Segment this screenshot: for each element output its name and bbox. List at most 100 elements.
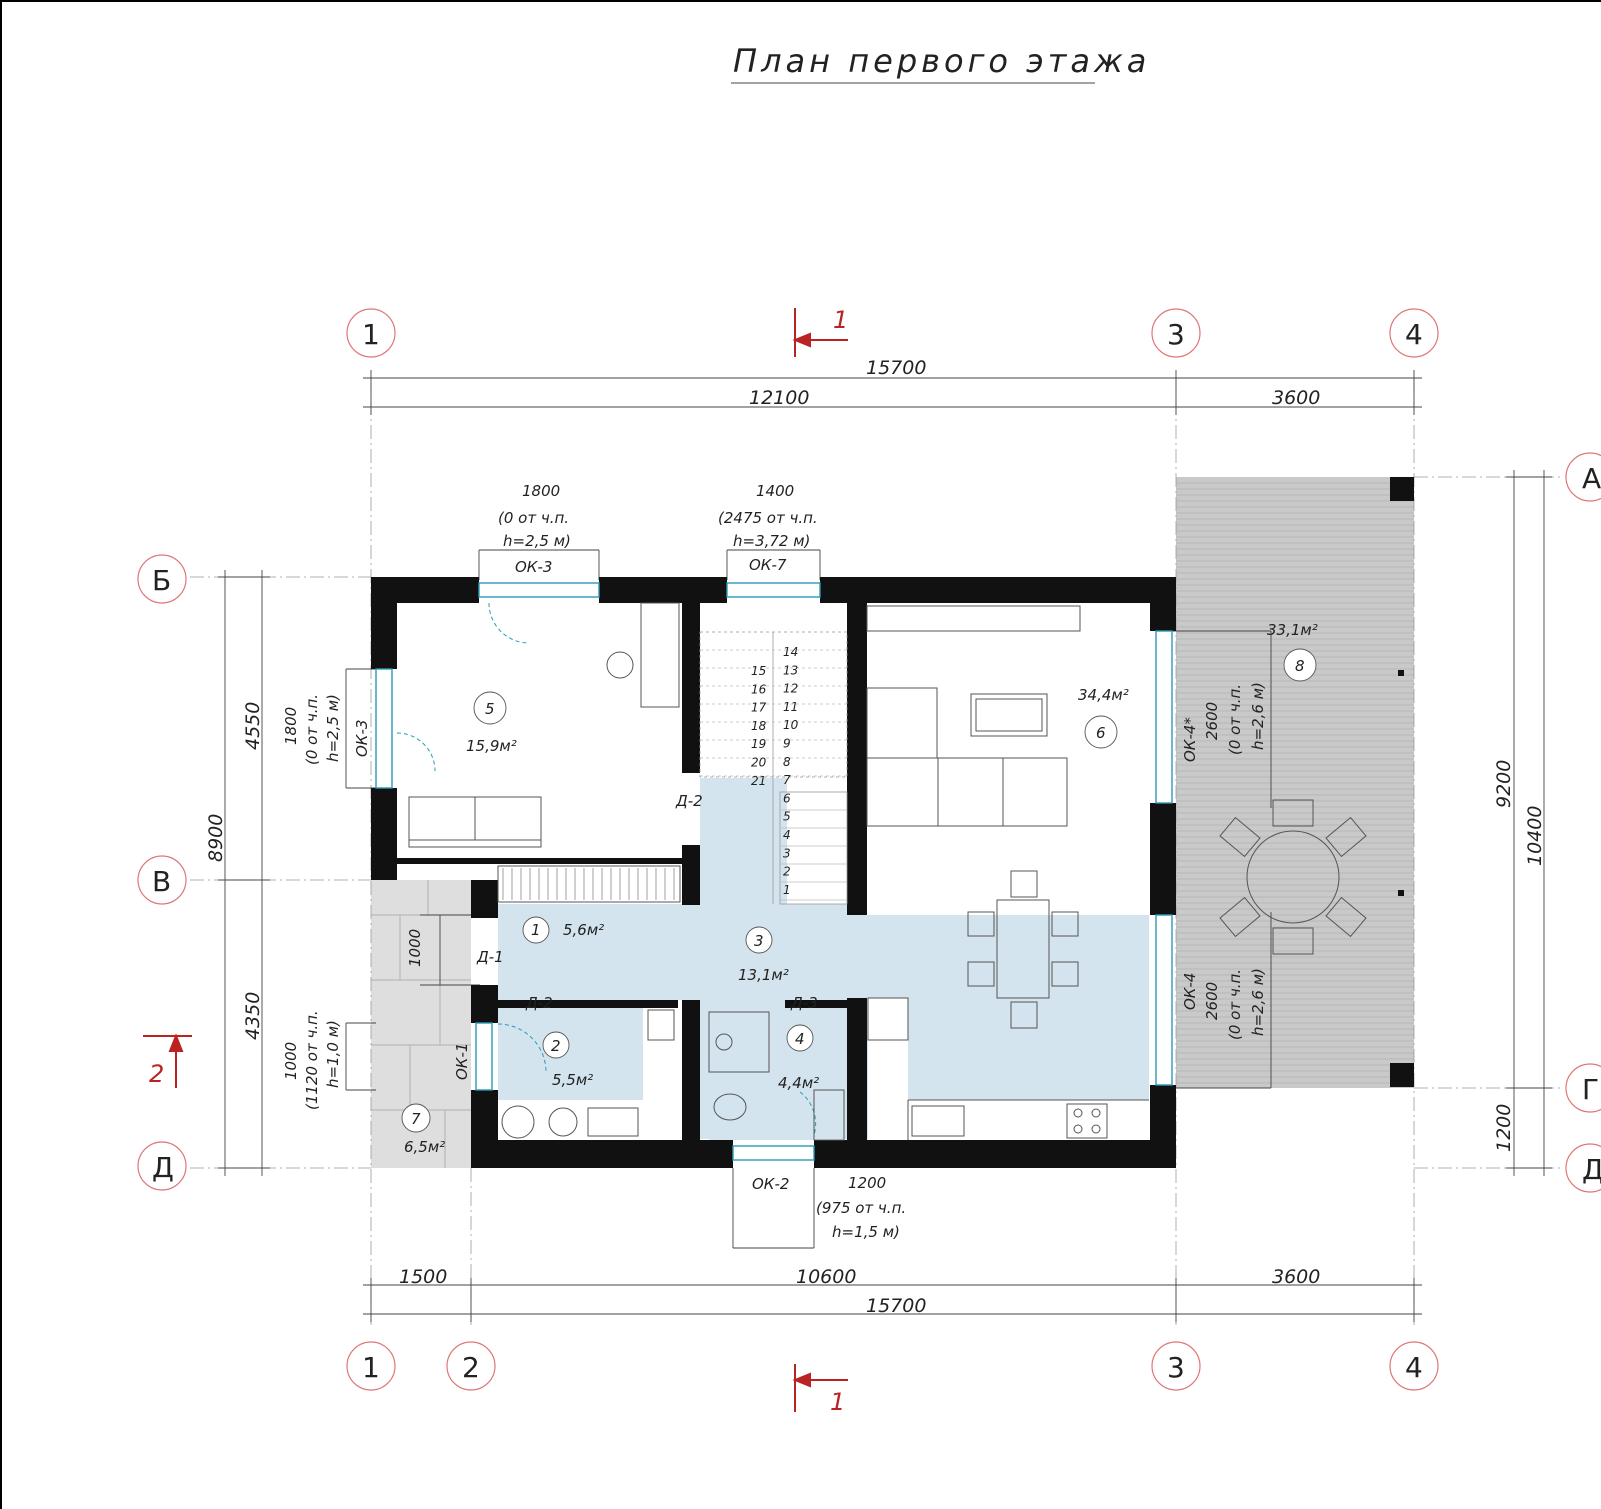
svg-text:ОК-1: ОК-1: [453, 1043, 471, 1080]
section-arrows: [143, 308, 848, 1412]
stair-number: 18: [751, 719, 767, 733]
svg-text:(1120 от ч.п.: (1120 от ч.п.: [303, 1010, 321, 1110]
room-7-num: 7: [411, 1110, 421, 1128]
stair-number: 11: [783, 700, 798, 714]
room-8-area: 33,1м²: [1267, 621, 1318, 639]
axis-label-row-v: В: [152, 865, 171, 898]
room-1-num: 1: [531, 921, 541, 939]
page-title: План первого этажа: [733, 42, 1150, 80]
room-1-area: 5,6м²: [563, 921, 604, 939]
svg-text:(0 от ч.п.: (0 от ч.п.: [1226, 969, 1244, 1040]
stair-number: 4: [783, 828, 791, 842]
stair-number: 21: [751, 774, 766, 788]
window-ok4: ОК-4 2600 (0 от ч.п. h=2,6 м): [1181, 968, 1267, 1040]
dim-top-left: 12100: [749, 387, 809, 409]
stair-number: 12: [783, 682, 798, 696]
svg-text:(0 от ч.п.: (0 от ч.п.: [303, 694, 321, 765]
stair-number: 19: [751, 737, 766, 751]
stair-number: 7: [783, 773, 791, 787]
walls: [371, 477, 1414, 1168]
svg-text:ОК-4*: ОК-4*: [1181, 717, 1199, 762]
stair-number: 1: [783, 883, 791, 897]
axis-label-col-3: 3: [1167, 318, 1185, 351]
stair-number: 9: [783, 737, 791, 751]
axis-label-col-1-bottom: 1: [362, 1351, 380, 1384]
svg-text:(0 от ч.п.: (0 от ч.п.: [1226, 684, 1244, 755]
svg-text:h=2,6 м): h=2,6 м): [1249, 682, 1267, 750]
dim-right-upper: 9200: [1493, 760, 1515, 808]
svg-text:1800: 1800: [282, 707, 300, 745]
window-glazing: [375, 582, 1173, 1161]
staircase: [699, 631, 848, 905]
window-ok3-left: ОК-3 1800 (0 от ч.п. h=2,5 м): [282, 694, 371, 765]
stair-number: 3: [783, 846, 791, 860]
room-4-area: 4,4м²: [778, 1074, 819, 1092]
dim-left-upper: 4550: [242, 702, 264, 750]
room-6-num: 6: [1096, 724, 1106, 742]
dim-top-right: 3600: [1272, 387, 1320, 409]
door-label-d2a: Д-2: [675, 792, 703, 810]
svg-text:(975 от ч.п.: (975 от ч.п.: [816, 1199, 906, 1217]
room-6-area: 34,4м²: [1078, 686, 1129, 704]
room-5-area: 15,9м²: [466, 737, 517, 755]
room-2-area: 5,5м²: [552, 1071, 593, 1089]
section-mark-1-bottom: 1: [830, 1388, 845, 1416]
svg-text:(2475 от ч.п.: (2475 от ч.п.: [718, 509, 818, 527]
stair-number: 16: [751, 682, 767, 696]
window-ok7: 1400 (2475 от ч.п. h=3,72 м) ОК-7: [718, 482, 818, 574]
stair-number: 10: [783, 718, 799, 732]
stair-number: 6: [783, 791, 791, 805]
axis-label-row-d: Д: [152, 1151, 174, 1184]
svg-text:ОК-4: ОК-4: [1181, 973, 1199, 1010]
svg-text:2600: 2600: [1203, 982, 1221, 1020]
dim-top-total: 15700: [866, 357, 926, 379]
dim-bottom-b: 10600: [796, 1266, 856, 1288]
svg-text:h=2,5 м): h=2,5 м): [503, 532, 571, 550]
dim-door-1000: 1000: [406, 929, 424, 967]
axis-label-col-3-bottom: 3: [1167, 1351, 1185, 1384]
room-3-num: 3: [754, 932, 764, 950]
stair-number: 8: [783, 755, 791, 769]
door-label-d1: Д-1: [476, 948, 504, 966]
dim-right-lower: 1200: [1493, 1104, 1515, 1152]
svg-text:1400: 1400: [756, 482, 794, 500]
dim-bottom-c: 3600: [1272, 1266, 1320, 1288]
dim-right-total: 10400: [1524, 806, 1546, 866]
dim-bottom-total: 15700: [866, 1295, 926, 1317]
dimension-lines: [218, 370, 1552, 1322]
door-label-d2b: Д-2: [525, 994, 553, 1012]
stair-number: 14: [783, 645, 798, 659]
stair-number: 5: [783, 810, 791, 824]
svg-text:h=3,72 м): h=3,72 м): [733, 532, 810, 550]
svg-text:h=1,0 м): h=1,0 м): [324, 1020, 342, 1088]
dim-bottom-a: 1500: [399, 1266, 447, 1288]
svg-text:ОК-3: ОК-3: [515, 558, 552, 576]
room-7-area: 6,5м²: [404, 1138, 445, 1156]
door-label-d3: Д-3: [790, 994, 818, 1012]
svg-text:ОК-2: ОК-2: [752, 1175, 789, 1193]
stair-number: 2: [783, 865, 791, 879]
axis-label-row-b: Б: [152, 564, 171, 597]
room-3-area: 13,1м²: [738, 966, 789, 984]
stair-number: 13: [783, 663, 798, 677]
furniture: [408, 602, 1367, 1141]
dim-left-lower: 4350: [242, 992, 264, 1040]
svg-text:h=2,5 м): h=2,5 м): [324, 694, 342, 762]
svg-text:ОК-7: ОК-7: [749, 556, 787, 574]
room-5-num: 5: [485, 700, 495, 718]
window-ok1: ОК-1 1000 (1120 от ч.п. h=1,0 м): [282, 1010, 471, 1110]
axis-label-col-4-bottom: 4: [1405, 1351, 1423, 1384]
section-mark-1-top: 1: [833, 306, 848, 334]
room-markers: [401, 648, 1317, 1133]
svg-text:1000: 1000: [282, 1042, 300, 1080]
window-ok4-star: ОК-4* 2600 (0 от ч.п. h=2,6 м): [1181, 682, 1267, 762]
room-4-num: 4: [795, 1030, 805, 1048]
svg-text:(0 от ч.п.: (0 от ч.п.: [498, 509, 569, 527]
svg-text:1200: 1200: [848, 1174, 886, 1192]
room-2-num: 2: [551, 1037, 561, 1055]
stair-number: 17: [751, 701, 767, 715]
svg-text:h=2,6 м): h=2,6 м): [1249, 968, 1267, 1036]
svg-text:ОК-3: ОК-3: [353, 720, 371, 757]
